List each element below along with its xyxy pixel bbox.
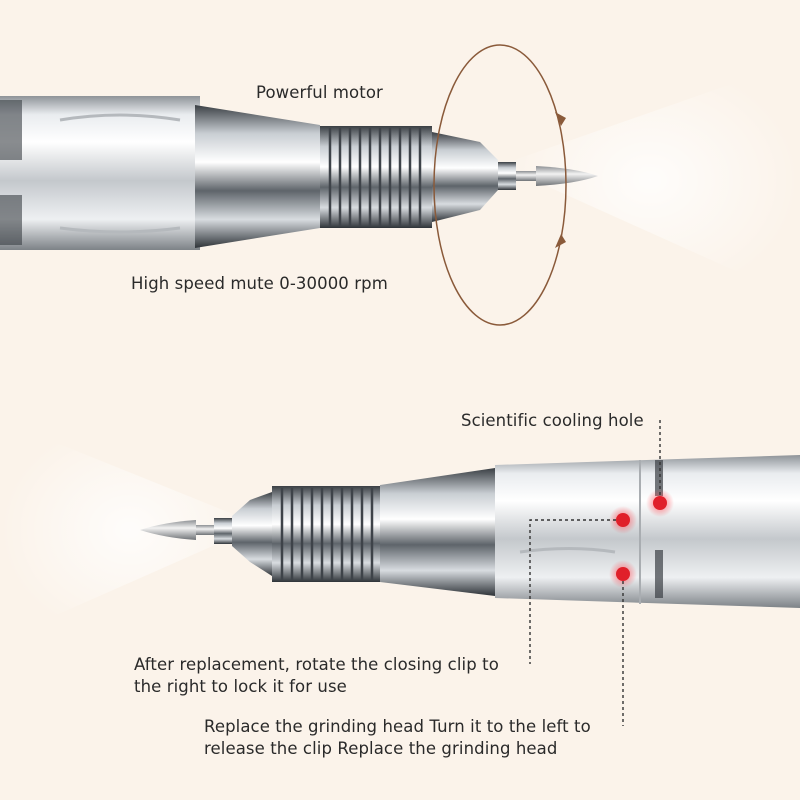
lock-clip-marker xyxy=(609,506,637,534)
collet-cone xyxy=(380,468,495,596)
powerful-motor-label: Powerful motor xyxy=(256,83,383,102)
lock-instruction-line2: the right to lock it for use xyxy=(134,677,347,696)
speed-label: High speed mute 0-30000 rpm xyxy=(131,274,388,293)
cooling-hole-marker xyxy=(646,489,674,517)
bottom-drill-handpiece xyxy=(0,420,800,640)
leader-lock xyxy=(529,519,616,664)
release-instruction-label: Replace the grinding head Turn it to the… xyxy=(204,716,591,760)
top-drill-handpiece xyxy=(0,60,800,300)
release-instruction-line1: Replace the grinding head Turn it to the… xyxy=(204,717,591,736)
collet-cone xyxy=(195,105,320,248)
lock-instruction-line1: After replacement, rotate the closing cl… xyxy=(134,655,499,674)
light-beam xyxy=(0,420,260,640)
rotation-arrow-icon xyxy=(433,44,567,326)
ribbed-collar xyxy=(320,126,432,228)
grinding-bit xyxy=(140,520,196,540)
release-clip-marker xyxy=(609,560,637,588)
cooling-hole-label: Scientific cooling hole xyxy=(461,411,644,430)
ribbed-collar xyxy=(272,486,380,582)
light-beam xyxy=(500,60,800,300)
handpiece-body xyxy=(495,455,800,608)
lock-instruction-label: After replacement, rotate the closing cl… xyxy=(134,654,499,698)
release-instruction-line2: release the clip Replace the grinding he… xyxy=(204,739,558,758)
grinding-bit xyxy=(536,166,598,186)
leader-lines xyxy=(529,420,661,726)
handpiece-body xyxy=(0,96,200,250)
